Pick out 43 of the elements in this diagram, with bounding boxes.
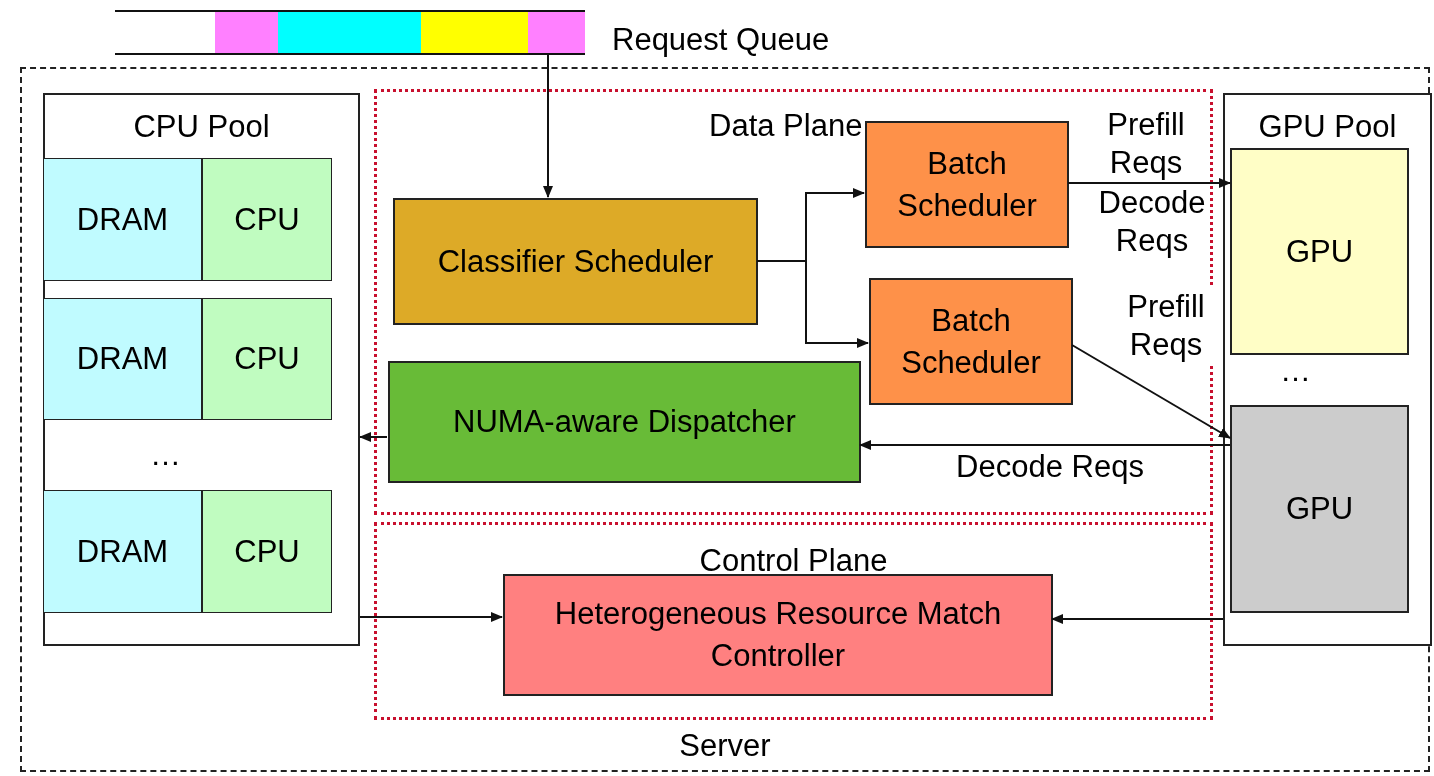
request-queue-drawing bbox=[115, 10, 585, 55]
process-box bbox=[869, 278, 1073, 405]
box-label: Batch Scheduler bbox=[896, 144, 1038, 225]
processor-box bbox=[202, 490, 332, 613]
box-label: Classifier Scheduler bbox=[437, 242, 714, 281]
box-label: DRAM bbox=[76, 532, 169, 571]
box-label: Batch Scheduler bbox=[900, 301, 1042, 382]
arrow bbox=[359, 612, 503, 622]
memory-box bbox=[43, 490, 202, 613]
box-label: CPU bbox=[234, 532, 300, 571]
arrow bbox=[1067, 178, 1231, 188]
plane-boundary bbox=[374, 89, 1213, 515]
box-label: GPU bbox=[1285, 490, 1354, 528]
process-box bbox=[388, 361, 861, 483]
arrow bbox=[1071, 344, 1231, 439]
gpu-box bbox=[1230, 148, 1409, 355]
arrow bbox=[859, 440, 1231, 450]
arrow bbox=[359, 432, 388, 442]
process-box bbox=[503, 574, 1053, 696]
box-label: DRAM bbox=[76, 200, 169, 239]
annotation-label: Decode Reqs bbox=[1097, 184, 1207, 260]
gpu-box bbox=[1230, 405, 1409, 613]
box-label: CPU bbox=[234, 200, 300, 239]
memory-box bbox=[43, 298, 202, 420]
plane-boundary bbox=[374, 522, 1213, 720]
process-box bbox=[865, 121, 1069, 248]
gpu-pool-panel bbox=[1223, 93, 1432, 646]
arrow bbox=[1051, 614, 1224, 624]
box-label: CPU bbox=[234, 340, 300, 378]
box-label: Heterogeneous Resource Match Controller bbox=[553, 595, 1003, 675]
queue-label: Request Queue bbox=[612, 22, 830, 58]
server-boundary bbox=[20, 67, 1430, 772]
processor-box bbox=[202, 298, 332, 420]
process-box bbox=[393, 198, 758, 325]
cpu-pool-panel bbox=[43, 93, 360, 646]
box-label: GPU bbox=[1285, 232, 1354, 271]
box-label: NUMA-aware Dispatcher bbox=[453, 403, 796, 441]
ellipsis-label: … bbox=[150, 436, 181, 474]
ellipsis-label: … bbox=[1280, 352, 1311, 390]
memory-box bbox=[43, 158, 202, 281]
box-label: DRAM bbox=[76, 340, 169, 378]
arrow bbox=[543, 54, 553, 198]
processor-box bbox=[202, 158, 332, 281]
